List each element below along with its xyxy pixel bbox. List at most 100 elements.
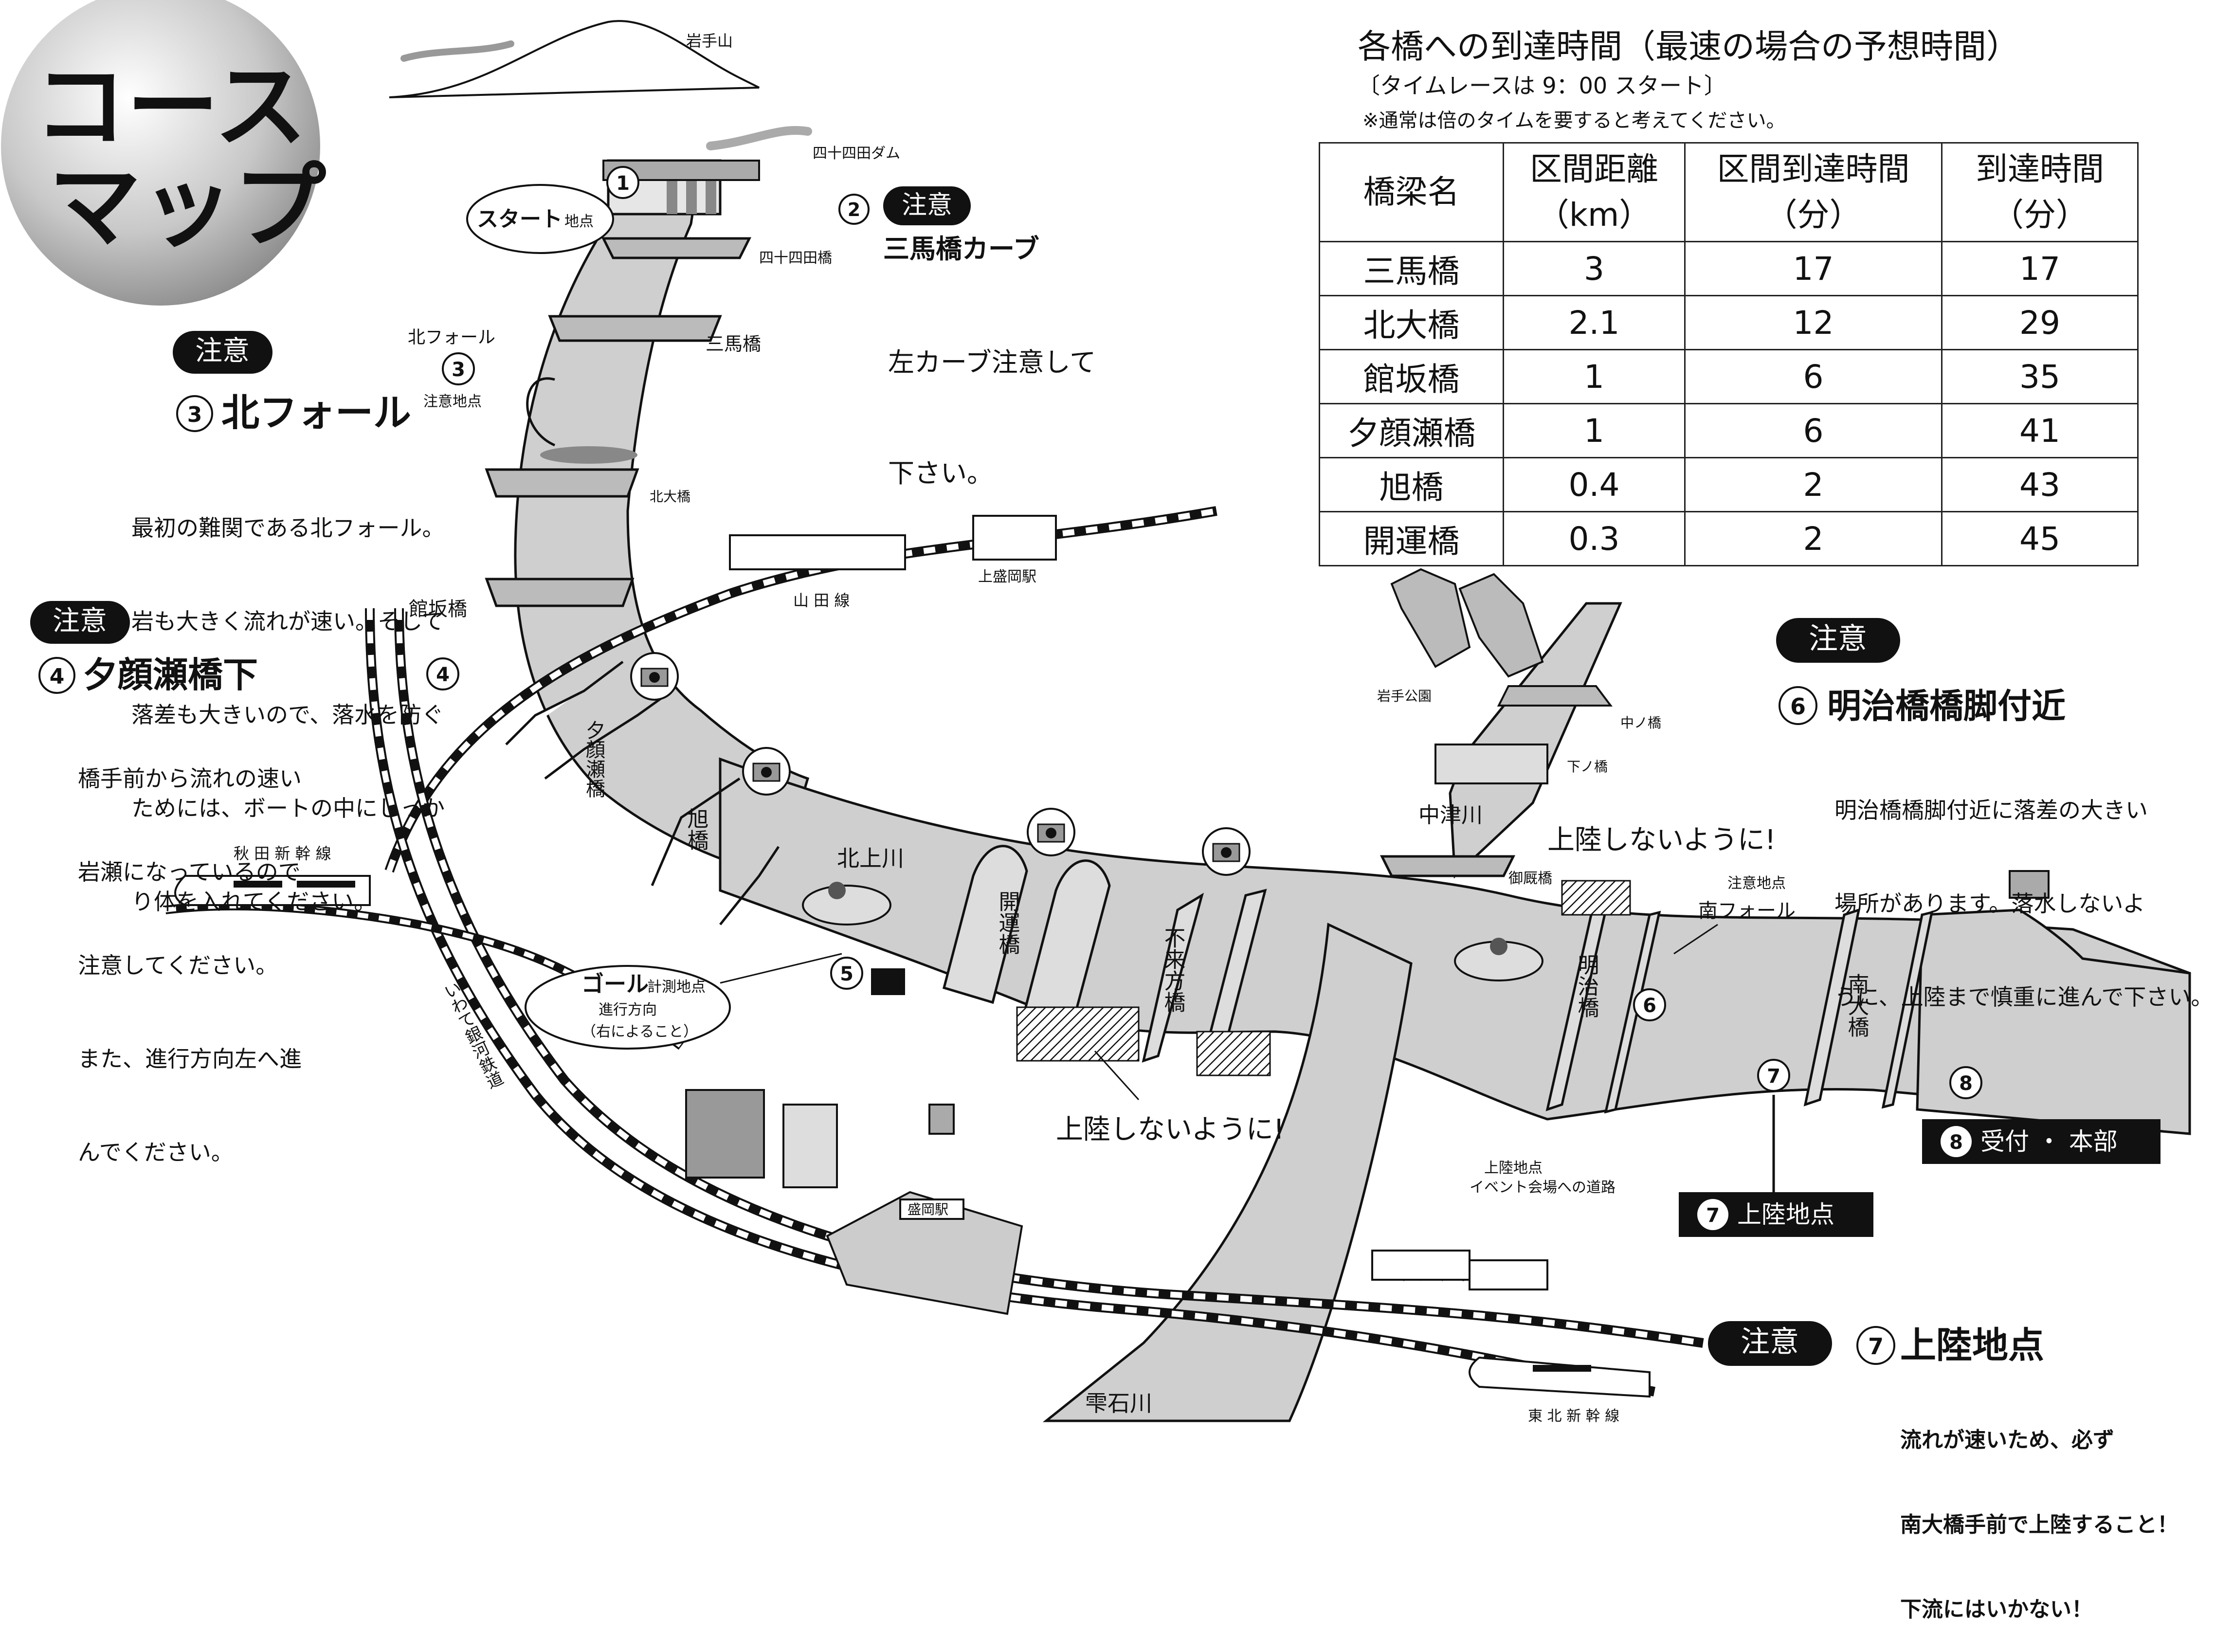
svg-text:北上川: 北上川 xyxy=(837,845,904,871)
svg-text:コース: コース xyxy=(34,53,307,161)
svg-text:南大橋: 南大橋 xyxy=(1844,973,1869,1037)
header-arrival-time: 到達時間（分） xyxy=(1941,142,2139,242)
table-header-row: 橋梁名 区間距離 （km） 区間到達時間 （分） 到達時間（分） xyxy=(1319,142,2139,242)
note-line: 下流にはいかない！ xyxy=(1900,1597,2093,1622)
header-line: 区間距離 xyxy=(1530,150,1658,188)
svg-text:7: 7 xyxy=(1767,1065,1780,1088)
header-line: （km） xyxy=(1537,196,1652,234)
table-cell: 0.3 xyxy=(1503,511,1686,566)
bridge-meiji xyxy=(1545,908,1661,1114)
table-cell: 1 xyxy=(1503,349,1686,404)
morioka-station xyxy=(685,1089,1023,1315)
svg-text:上陸地点: 上陸地点 xyxy=(1900,1325,2044,1366)
shinkansen-tohoku xyxy=(1469,1356,1651,1398)
svg-text:館坂橋: 館坂橋 xyxy=(409,598,467,620)
start-callout: スタート 地点 xyxy=(466,184,614,254)
svg-text:開運橋: 開運橋 xyxy=(995,890,1020,955)
table-cell: 2 xyxy=(1684,457,1943,512)
table-title: 各橋への到達時間（最速の場合の予想時間） xyxy=(1358,28,2020,66)
note-line: 左カーブ注意して xyxy=(888,347,1096,378)
table-cell: 館坂橋 xyxy=(1319,349,1504,404)
svg-text:3: 3 xyxy=(452,359,465,381)
svg-text:東 北 新 幹 線: 東 北 新 幹 線 xyxy=(1528,1408,1619,1425)
goal-callout: ゴール 計測地点 進行方向 （右によること） xyxy=(525,953,842,1050)
table-cell: 北大橋 xyxy=(1319,295,1504,350)
note-headings: 2 三馬橋カーブ 3 北フォール 4 夕顔瀬橋下 6 明治橋橋脚付近 7 上陸地… xyxy=(38,194,2066,1366)
table-cell: 1 xyxy=(1503,403,1686,458)
bridge-asahi xyxy=(651,777,780,926)
svg-text:4: 4 xyxy=(436,664,450,686)
svg-text:注意地点: 注意地点 xyxy=(423,393,482,410)
table-cell: 29 xyxy=(1941,295,2139,350)
table-cell: 2 xyxy=(1684,511,1943,566)
svg-text:中津川: 中津川 xyxy=(1418,803,1483,828)
svg-text:進行方向: 進行方向 xyxy=(599,1001,657,1018)
river-shizukuishi xyxy=(1042,923,1413,1422)
svg-text:7: 7 xyxy=(1706,1204,1720,1227)
svg-text:三馬橋: 三馬橋 xyxy=(706,333,761,355)
map-title: コース マップ xyxy=(1,0,326,306)
bridge-fukorai xyxy=(1142,889,1267,1068)
header-line: （分） xyxy=(1765,196,1862,234)
bridge-minamioo xyxy=(1803,908,1934,1109)
svg-text:四十四田橋: 四十四田橋 xyxy=(759,250,832,267)
svg-text:三馬橋カーブ: 三馬橋カーブ xyxy=(883,234,1039,264)
note-line: 場所があります。落水しないよ xyxy=(1834,890,2145,917)
table-note: ※通常は倍のタイムを要すると考えてください。 xyxy=(1362,109,1786,132)
header-bridge: 橋梁名 xyxy=(1319,142,1504,242)
note-line: 下さい。 xyxy=(888,458,993,489)
svg-text:夕顔瀬橋: 夕顔瀬橋 xyxy=(582,720,605,798)
table-row: 北大橋 2.1 12 29 xyxy=(1319,295,2139,350)
header-distance: 区間距離 （km） xyxy=(1503,142,1686,242)
svg-text:イベント会場への道路: イベント会場への道路 xyxy=(1470,1179,1616,1196)
reception-badge: 8 受付 ・ 本部 xyxy=(1922,1119,2160,1164)
svg-text:注意: 注意 xyxy=(195,335,250,367)
note-line: 岩瀬になっているので xyxy=(78,859,301,885)
svg-text:夕顔瀬橋下: 夕顔瀬橋下 xyxy=(83,654,258,695)
kita-fall-pool xyxy=(540,446,637,464)
note-line: 岩も大きく流れが速い。そして xyxy=(131,608,444,635)
note-2-text: 左カーブ注意して 下さい。 xyxy=(888,270,1096,529)
table-row: 館坂橋 1 6 35 xyxy=(1319,349,2139,404)
svg-text:7: 7 xyxy=(1868,1333,1884,1360)
svg-text:3: 3 xyxy=(187,402,202,427)
bridge-yugao xyxy=(505,661,672,780)
svg-text:ゴール: ゴール xyxy=(581,971,649,997)
bridges-upper xyxy=(485,237,752,607)
svg-text:地点: 地点 xyxy=(564,213,594,230)
svg-text:スタート: スタート xyxy=(477,207,563,232)
table-row: 開運橋 0.3 2 45 xyxy=(1319,511,2139,566)
camera-icon xyxy=(630,652,1251,876)
mountain-iwate: 岩手山 xyxy=(389,20,812,150)
svg-text:マップ: マップ xyxy=(49,153,326,260)
header-line: 到達時間 xyxy=(1976,150,2104,188)
note-line: 明治橋橋脚付近に落差の大きい xyxy=(1834,797,2148,823)
svg-text:四十四田ダム: 四十四田ダム xyxy=(813,145,900,162)
svg-text:8: 8 xyxy=(1949,1131,1963,1154)
table-cell: 35 xyxy=(1941,349,2139,404)
note-6-text: 明治橋橋脚付近に落差の大きい 場所があります。落水しないよ うに、上陸まで慎重に… xyxy=(1834,732,2213,1044)
svg-text:秋 田 新 幹 線: 秋 田 新 幹 線 xyxy=(234,844,331,863)
svg-text:4: 4 xyxy=(50,664,65,689)
note-line: うに、上陸まで慎重に進んで下さい。 xyxy=(1834,984,2214,1010)
table-cell: 開運橋 xyxy=(1319,511,1504,566)
table-cell: 夕顔瀬橋 xyxy=(1319,403,1504,458)
table-cell: 17 xyxy=(1941,241,2139,296)
svg-text:北フォール: 北フォール xyxy=(408,327,495,347)
note-line: また、進行方向左へ進 xyxy=(78,1046,302,1072)
note-3-text: 最初の難関である北フォール。 岩も大きく流れが速い。そして 落差も大きいので、落… xyxy=(131,450,445,948)
iwate-park xyxy=(1390,568,1613,784)
course-markers: 1 3 4 5 6 7 8 xyxy=(426,166,1982,1099)
note-line: 落差も大きいので、落水を防ぐ xyxy=(131,702,444,728)
table-cell: 2.1 xyxy=(1503,295,1686,350)
header-line: 区間到達時間 xyxy=(1717,150,1910,188)
no-landing-warning-1: 上陸しないように! xyxy=(1056,1114,1284,1145)
svg-text:注意: 注意 xyxy=(902,191,952,220)
svg-text:上陸地点: 上陸地点 xyxy=(1484,1160,1543,1177)
svg-text:旭橋: 旭橋 xyxy=(684,808,708,851)
table-row: 三馬橋 3 17 17 xyxy=(1319,241,2139,296)
svg-text:（右によること）: （右によること） xyxy=(581,1023,698,1040)
svg-text:注意: 注意 xyxy=(1809,622,1867,656)
note-line: 橋手前から流れの速い xyxy=(78,765,302,792)
svg-text:2: 2 xyxy=(848,199,860,220)
